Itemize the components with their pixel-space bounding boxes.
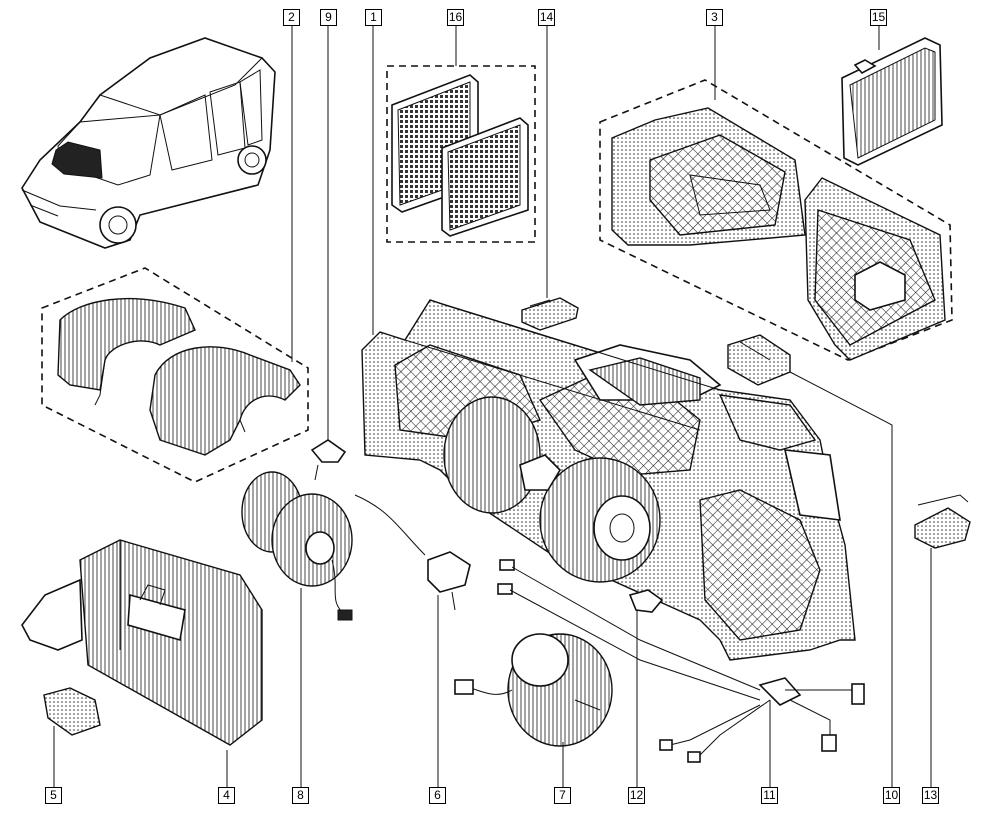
callout-6: 6: [429, 787, 446, 804]
callout-13: 13: [922, 787, 939, 804]
connector-clip-illustration: [628, 589, 664, 613]
distribution-box-illustration: [599, 79, 953, 361]
callout-12: 12: [628, 787, 645, 804]
callout-1: 1: [365, 9, 382, 26]
sensor-illustration: [521, 297, 579, 331]
resistor-harness-illustration: [354, 494, 471, 611]
callout-10: 10: [883, 787, 900, 804]
actuator-illustration: [727, 334, 791, 386]
callout-4: 4: [218, 787, 235, 804]
expansion-valve-illustration: [43, 687, 101, 736]
callout-16: 16: [447, 9, 464, 26]
callout-2: 2: [283, 9, 300, 26]
evaporator-illustration: [21, 539, 263, 746]
callout-11: 11: [761, 787, 778, 804]
blower-covers-illustration: [41, 267, 309, 483]
vehicle-illustration: [21, 37, 276, 249]
callout-5: 5: [45, 787, 62, 804]
clip-illustration: [310, 439, 347, 481]
callout-3: 3: [706, 9, 723, 26]
heater-housing-illustration: [361, 299, 856, 661]
pollen-filters-illustration: [386, 65, 536, 243]
callout-7: 7: [554, 787, 571, 804]
callout-14: 14: [538, 9, 555, 26]
callout-15: 15: [870, 9, 887, 26]
callout-9: 9: [320, 9, 337, 26]
blower-motor-illustration: [454, 633, 613, 747]
wiring-harness-illustration: [497, 559, 865, 763]
leader-lines: [53, 26, 932, 787]
callout-8: 8: [292, 787, 309, 804]
blower-fan-illustration: [241, 471, 353, 621]
bracket-illustration: [914, 494, 971, 549]
heater-matrix-illustration: [841, 37, 943, 166]
